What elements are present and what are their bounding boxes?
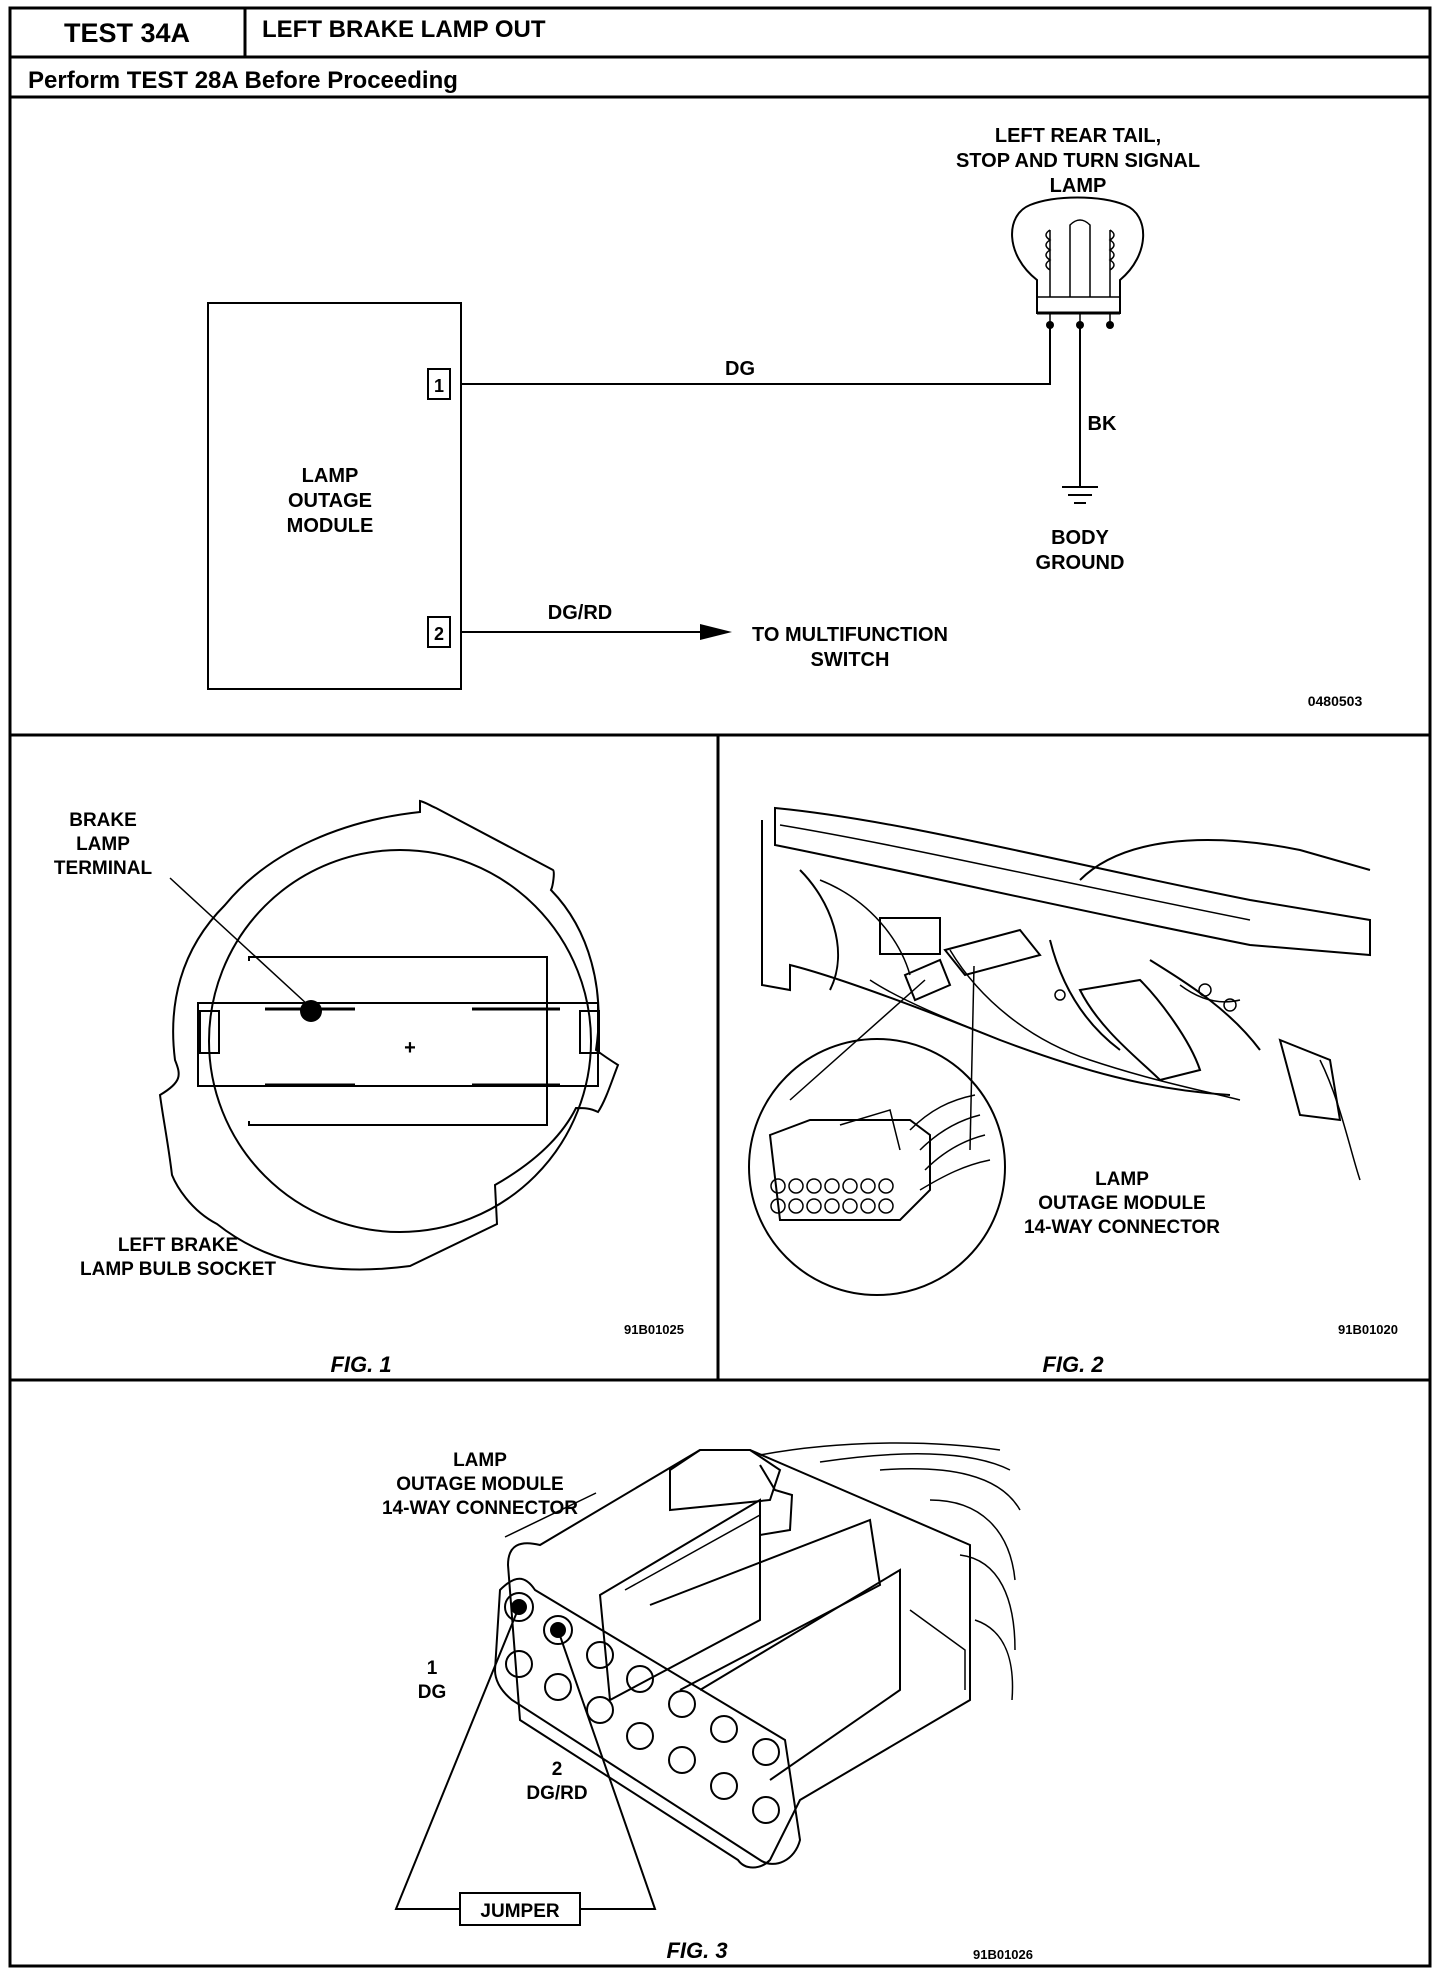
ground-label-line1: BODY (1051, 527, 1109, 549)
jumper-wire: JUMPER (394, 1606, 657, 1926)
fig2-caption: FIG. 2 (1042, 1352, 1104, 1377)
wire-bundle (759, 1442, 1021, 1701)
fig2-code: 91B01020 (1338, 1322, 1398, 1337)
dg-wire-label: DG (725, 358, 755, 380)
test-id: TEST 34A (64, 18, 190, 48)
fig2-label-line2: OUTAGE MODULE (1038, 1193, 1205, 1214)
fig1-code: 91B01025 (624, 1322, 684, 1337)
socket-label-line1: LEFT BRAKE (118, 1235, 238, 1256)
schematic-figure-code: 0480503 (1308, 693, 1363, 709)
lamp-outage-module-box (207, 302, 462, 690)
destination-line2: SWITCH (811, 649, 890, 671)
fig3-connector: LAMP OUTAGE MODULE 14-WAY CONNECTOR 1 DG… (382, 1442, 1033, 1963)
terminal-label-line3: TERMINAL (54, 858, 153, 879)
fig2-connector-detail (768, 1094, 991, 1221)
module-label-line1: LAMP (302, 465, 359, 487)
fig3-code: 91B01026 (973, 1947, 1033, 1962)
wiring-schematic: 1 2 LAMP OUTAGE MODULE DG DG/RD TO MULTI… (207, 125, 1363, 709)
brake-terminal-dot (300, 1000, 322, 1022)
terminal-leader-line (169, 877, 309, 1006)
test-title: LEFT BRAKE LAMP OUT (262, 16, 546, 43)
pin2-wire-color: DG/RD (526, 1783, 587, 1804)
destination-line1: TO MULTIFUNCTION (752, 624, 948, 646)
pin-1-number: 1 (434, 376, 444, 396)
fig1-caption: FIG. 1 (330, 1352, 391, 1377)
fig3-label-line3: 14-WAY CONNECTOR (382, 1498, 578, 1519)
ground-icon (1062, 486, 1098, 504)
fig2-label-line1: LAMP (1095, 1169, 1149, 1190)
pin-2-box (427, 616, 451, 648)
test-prerequisite: Perform TEST 28A Before Proceeding (28, 67, 458, 94)
fig1-bulb-socket: + BRAKE LAMP TERMINAL LEFT BRAKE LAMP BU… (54, 799, 684, 1377)
fig3-label-leader (504, 1492, 597, 1538)
lamp-label-line1: LEFT REAR TAIL, (995, 125, 1161, 147)
center-mark: + (404, 1037, 416, 1059)
terminal-label-line1: BRAKE (69, 810, 137, 831)
lamp-label-line3: LAMP (1050, 175, 1107, 197)
module-label-line3: MODULE (287, 515, 374, 537)
connector-face (493, 1577, 802, 1865)
socket-label-line2: LAMP BULB SOCKET (80, 1259, 276, 1280)
pin-1-box (427, 368, 451, 400)
fig3-label-line2: OUTAGE MODULE (396, 1474, 563, 1495)
terminal-label-line2: LAMP (76, 834, 130, 855)
fig3-caption: FIG. 3 (666, 1938, 727, 1963)
lamp-label-line2: STOP AND TURN SIGNAL (956, 150, 1200, 172)
pin1-number: 1 (427, 1658, 438, 1679)
lamp-bulb-icon (1011, 196, 1145, 329)
arrow-icon (700, 624, 732, 640)
dg-wire (461, 325, 1051, 385)
fig3-label-line1: LAMP (453, 1450, 507, 1471)
fig2-location-illustration: LAMP OUTAGE MODULE 14-WAY CONNECTOR 91B0… (748, 806, 1398, 1377)
module-label-line2: OUTAGE (288, 490, 372, 512)
jumper-box (459, 1892, 581, 1926)
ground-label-line2: GROUND (1036, 552, 1125, 574)
fig2-label-line3: 14-WAY CONNECTOR (1024, 1217, 1220, 1238)
pin-2-number: 2 (434, 624, 444, 644)
page-frame (8, 6, 1432, 1968)
pin1-wire-color: DG (418, 1682, 447, 1703)
bk-wire-label: BK (1088, 413, 1117, 435)
jumper-label: JUMPER (480, 1901, 559, 1922)
dg-rd-wire-label: DG/RD (548, 602, 612, 624)
pin2-number: 2 (552, 1759, 563, 1780)
